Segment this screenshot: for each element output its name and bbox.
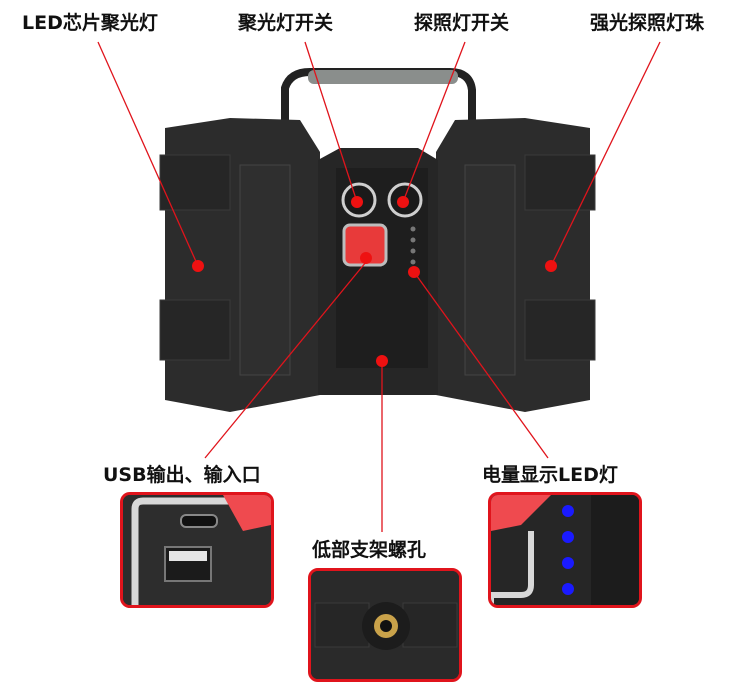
label-spotlight-switch: 聚光灯开关 (238, 12, 334, 34)
label-searchlight-switch: 探照灯开关 (414, 12, 510, 34)
inset-battery-led (488, 492, 642, 608)
marker-strong-beads (545, 260, 557, 272)
label-strong-beads: 强光探照灯珠 (590, 12, 705, 34)
marker-spotlight-switch (351, 196, 363, 208)
label-led-spotlight: LED芯片聚光灯 (22, 12, 158, 34)
label-usb-port: USB输出、输入口 (103, 464, 261, 486)
inset-usb-port (120, 492, 274, 608)
marker-usb-port (360, 252, 372, 264)
marker-led-spotlight (192, 260, 204, 272)
label-mount-hole: 低部支架螺孔 (312, 539, 427, 561)
marker-battery-led (408, 266, 420, 278)
marker-mount-hole (376, 355, 388, 367)
marker-searchlight-switch (397, 196, 409, 208)
inset-mount-hole (308, 568, 462, 682)
label-battery-led: 电量显示LED灯 (482, 464, 618, 486)
